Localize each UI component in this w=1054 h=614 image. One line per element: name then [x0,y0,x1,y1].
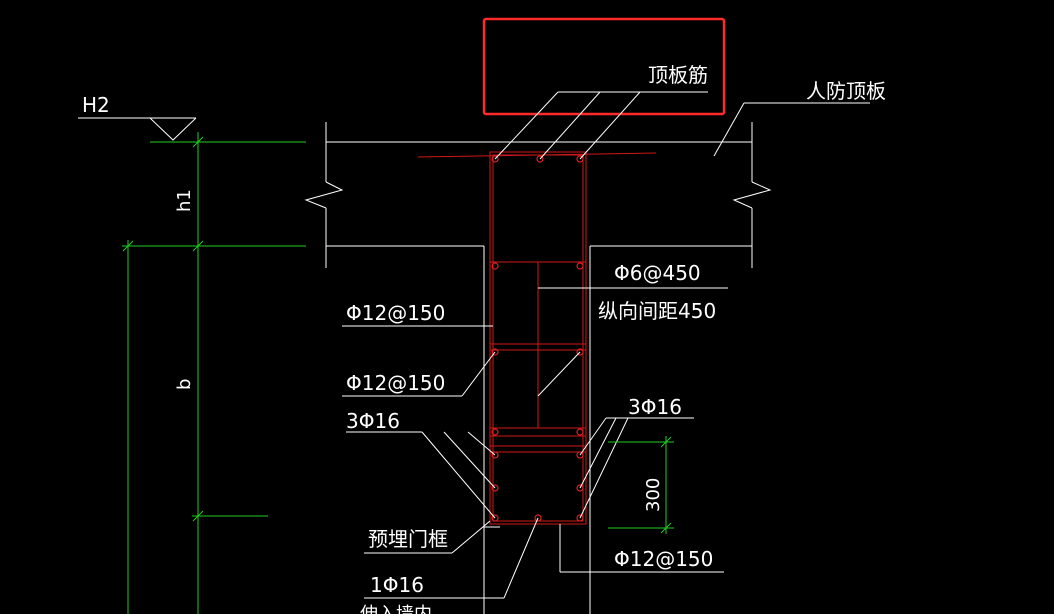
bars-left-label: 3Φ16 [346,409,400,433]
rebar-left-2-label: Φ12@150 [346,371,445,395]
single-bar-label: 1Φ16 [370,573,424,597]
dimension-lines [122,132,674,614]
rebar-cage [489,151,587,525]
dim-h1-label: h1 [174,189,195,212]
longitudinal-spacing-label: 纵向间距450 [598,299,716,323]
dim-b-label: b [174,379,195,390]
bars-right-label: 3Φ16 [628,395,682,419]
beam-outline [483,246,591,614]
elevation-marker-h2 [78,117,306,143]
dim-300-label: 300 [643,478,664,512]
bottom-rebar-label: Φ12@150 [614,547,713,571]
stirrup-label: Φ6@450 [614,261,701,285]
highlight-box [482,17,726,116]
embedded-frame-label: 预埋门框 [368,527,448,551]
top-rebar-label: 顶板筋 [648,63,708,87]
cut-off-label: 伸入墙内 [360,604,432,614]
roof-slab [304,122,772,268]
civil-defense-roof-label: 人防顶板 [806,79,886,103]
rebar-left-1-label: Φ12@150 [346,301,445,325]
elevation-h2-label: H2 [82,93,110,117]
leader-lines [342,91,870,599]
